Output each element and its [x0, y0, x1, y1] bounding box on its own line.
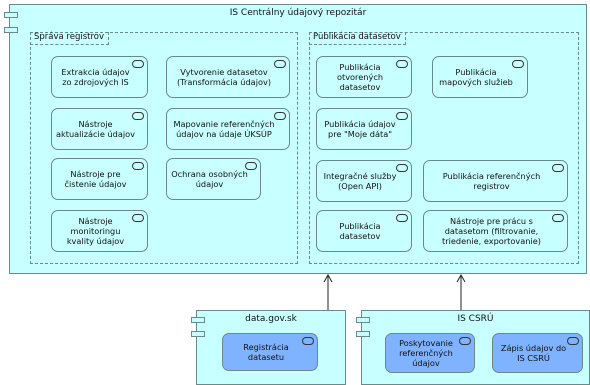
business-service-icon [132, 60, 144, 68]
service-label: Publikácia referenčných registrov [442, 171, 541, 191]
business-service-icon [274, 60, 286, 68]
service-nastroje-monitoringu[interactable]: Nástroje monitoringu kvality údajov [51, 210, 148, 252]
service-label: Publikácia datasetov [339, 221, 381, 241]
service-vytvorenie-datasetov[interactable]: Vytvorenie datasetov (Transformácia údaj… [166, 56, 290, 98]
service-label: Vytvorenie datasetov (Transformácia údaj… [176, 67, 272, 87]
component-title: data.gov.sk [245, 314, 297, 324]
business-service-icon [274, 112, 286, 120]
service-publikacia-datasetov[interactable]: Publikácia datasetov [316, 210, 412, 252]
component-tab-icon [4, 12, 18, 18]
business-service-icon [552, 214, 564, 222]
service-label: Ochrana osobných údajov [171, 169, 248, 189]
service-label: Mapovanie referenčných údajov na údaje Ú… [173, 119, 275, 139]
service-nastroje-cistenie[interactable]: Nástroje pre čistenie údajov [51, 158, 148, 200]
business-service-icon [132, 214, 144, 222]
component-tab-icon [356, 331, 370, 337]
business-service-icon [396, 164, 408, 172]
service-label: Nástroje aktualizácie údajov [56, 119, 135, 139]
service-extrakcia-udajov[interactable]: Extrakcia údajov zo zdrojových IS [51, 56, 148, 98]
service-label: Zápis údajov do IS CSRÚ [500, 343, 567, 363]
service-zapis-udajov-do-is-csru[interactable]: Zápis údajov do IS CSRÚ [492, 333, 583, 373]
business-service-icon [132, 112, 144, 120]
business-service-icon [552, 164, 564, 172]
service-label: Registrácia datasetu [243, 342, 289, 362]
business-service-icon [567, 337, 579, 345]
component-tab-icon [4, 27, 18, 33]
flow-arrow-datagovsk [323, 273, 333, 314]
service-nastroje-aktualizacie[interactable]: Nástroje aktualizácie údajov [51, 108, 148, 150]
service-label: Nástroje pre čistenie údajov [64, 169, 127, 189]
business-service-icon [245, 162, 257, 170]
component-tab-icon [191, 317, 205, 323]
group-sprava-registrov[interactable]: Správa registrov [30, 32, 298, 264]
business-service-icon [396, 60, 408, 68]
component-tab-icon [191, 331, 205, 337]
business-service-icon [512, 60, 524, 68]
business-service-icon [396, 112, 408, 120]
component-title: IS CSRÚ [457, 314, 494, 324]
business-service-icon [459, 337, 471, 345]
group-publikacia-datasetov[interactable]: Publikácia datasetov [309, 32, 579, 264]
business-service-icon [132, 162, 144, 170]
service-label: Publikácia mapových služieb [439, 67, 513, 87]
service-label: Integračné služby (Open API) [323, 171, 397, 191]
component-title: IS Centrálny údajový repozitár [229, 8, 367, 18]
business-service-icon [396, 214, 408, 222]
service-nastroje-pre-pracu-s-datasetom[interactable]: Nástroje pre prácu s datasetom (filtrova… [423, 210, 568, 252]
service-integracne-sluzby[interactable]: Integračné služby (Open API) [316, 160, 412, 202]
service-mapovanie-referencnych[interactable]: Mapovanie referenčných údajov na údaje Ú… [166, 108, 290, 150]
service-publikacia-mapovych-sluzieb[interactable]: Publikácia mapových služieb [432, 56, 528, 98]
business-service-icon [302, 337, 314, 345]
service-publikacia-referencnych-registrov[interactable]: Publikácia referenčných registrov [423, 160, 568, 202]
flow-arrow-iscsru [456, 273, 466, 314]
service-label: Nástroje monitoringu kvality údajov [66, 216, 125, 246]
group-title: Správa registrov [30, 32, 110, 45]
service-registracia-datasetu[interactable]: Registrácia datasetu [222, 333, 318, 371]
service-publikacia-otvorenych-datasetov[interactable]: Publikácia otvorených datasetov [316, 56, 412, 98]
service-label: Publikácia otvorených datasetov [336, 62, 384, 92]
component-tab-icon [356, 317, 370, 323]
service-ochrana-osobnych-udajov[interactable]: Ochrana osobných údajov [166, 158, 261, 200]
service-label: Publikácia údajov pre "Moje dáta" [324, 119, 396, 139]
service-label: Nástroje pre prácu s datasetom (filtrova… [442, 216, 541, 246]
service-publikacia-moje-data[interactable]: Publikácia údajov pre "Moje dáta" [316, 108, 412, 150]
service-label: Poskytovanie referenčných údajov [399, 338, 453, 368]
service-label: Extrakcia údajov zo zdrojových IS [61, 67, 130, 87]
service-poskytovanie-referencnych-udajov[interactable]: Poskytovanie referenčných údajov [385, 333, 475, 373]
group-title: Publikácia datasetov [309, 32, 406, 45]
